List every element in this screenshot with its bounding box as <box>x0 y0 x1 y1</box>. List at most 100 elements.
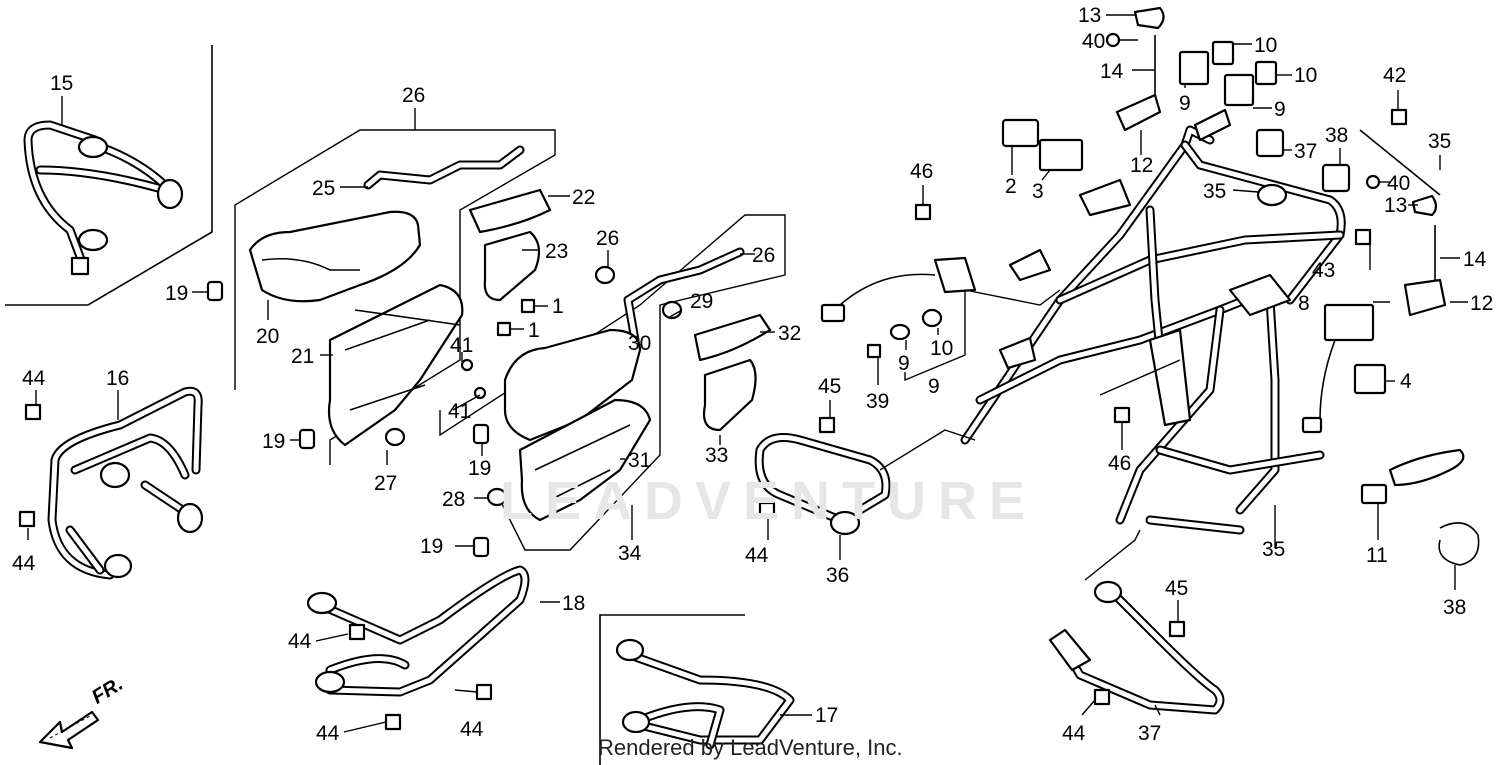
callout-8: 8 <box>1298 292 1310 315</box>
part-45-bolt-b <box>1168 620 1186 638</box>
callout-19-d: 19 <box>420 535 443 558</box>
callout-44-d: 44 <box>460 718 484 741</box>
part-33-main-frame <box>960 108 1346 535</box>
callout-5: 9 <box>928 375 940 398</box>
callout-22: 22 <box>572 186 595 209</box>
callout-18: 18 <box>562 592 585 615</box>
callout-40-a: 40 <box>1082 30 1105 53</box>
part-12-bracket-a <box>1115 93 1162 132</box>
callout-45-a: 45 <box>818 375 841 398</box>
callout-44-f: 44 <box>745 544 769 567</box>
part-35-block-b <box>1321 163 1351 193</box>
grommet-parts <box>206 265 683 558</box>
callout-26-c: 28 <box>442 488 465 511</box>
part-5-holder <box>933 256 977 294</box>
part-37-guard <box>1048 580 1225 715</box>
callout-32: 35 <box>1203 180 1226 203</box>
callout-44-c: 44 <box>288 630 312 653</box>
part-5-wire <box>839 273 936 306</box>
callout-39: 39 <box>866 390 889 413</box>
part-22-trim-plate <box>468 188 552 234</box>
part-12-bracket-b <box>1403 278 1447 317</box>
part-9-relay-b <box>1223 73 1255 107</box>
callout-9-b: 9 <box>1274 98 1286 121</box>
part-10-connector-b <box>1254 60 1278 86</box>
part-5-plug <box>820 303 846 323</box>
part-44-bolt-d <box>475 683 493 701</box>
part-46-bolt-b <box>1113 406 1131 424</box>
callout-16: 16 <box>106 367 129 390</box>
callout-1-b: 1 <box>528 319 540 342</box>
part-39-bolt <box>866 343 882 359</box>
part-4-relay <box>1353 363 1387 395</box>
part-45-bolt-a <box>818 416 836 434</box>
part-8-regulator <box>1323 303 1375 342</box>
part-44-bolt-e <box>384 713 402 731</box>
callout-7: 10 <box>930 337 953 360</box>
part-44-bolt-g <box>1093 688 1111 706</box>
callout-10-b: 10 <box>1294 64 1317 87</box>
callout-12-b: 12 <box>1470 292 1493 315</box>
callout-26-b: 27 <box>374 472 397 495</box>
part-43-bolt <box>1354 228 1372 246</box>
callout-30: 33 <box>705 444 728 467</box>
callout-11: 11 <box>1366 544 1388 567</box>
callout-14-a: 14 <box>1100 60 1124 83</box>
part-44-bolt-f <box>758 501 776 519</box>
callout-44-b: 44 <box>12 552 36 575</box>
callout-41-a: 41 <box>450 334 473 357</box>
callout-13-a: 13 <box>1078 4 1101 27</box>
front-direction-arrow-icon <box>38 710 100 750</box>
callout-43: 43 <box>1312 259 1335 282</box>
callout-46-a: 46 <box>910 160 933 183</box>
callout-38: 38 <box>1443 596 1466 619</box>
callout-44-a: 44 <box>22 367 46 390</box>
part-35-block-a <box>1255 128 1285 158</box>
callout-3: 3 <box>1032 180 1044 203</box>
bolt-parts <box>18 32 1408 731</box>
part-29-trim-plate <box>693 313 772 362</box>
callout-17: 17 <box>815 704 838 727</box>
callout-20: 20 <box>256 325 279 348</box>
callout-26-a: 26 <box>596 227 619 250</box>
callout-12-a: 12 <box>1130 154 1153 177</box>
part-17-enclosure <box>599 614 745 765</box>
callout-31: 34 <box>618 542 642 565</box>
callout-46-b: 46 <box>1108 452 1131 475</box>
part-15-enclosure <box>5 45 213 306</box>
part-46-bolt-a <box>914 203 932 221</box>
callout-13-b: 13 <box>1384 194 1407 217</box>
part-34-strap <box>1359 129 1441 196</box>
part-2-connector <box>1001 118 1040 148</box>
callout-35-a: 37 <box>1294 140 1317 163</box>
part-30-trim-plate <box>702 358 757 432</box>
callout-15: 15 <box>50 72 73 95</box>
part-9-relay-a <box>1178 50 1210 86</box>
part-42-bolt <box>1390 108 1408 126</box>
callout-labels: 15 16 44 44 19 19 20 21 26 25 22 23 26 1… <box>12 4 1493 745</box>
callout-10-a: 10 <box>1254 34 1277 57</box>
part-11-fuse-holder <box>1388 448 1465 487</box>
callout-44-g: 44 <box>1062 722 1086 745</box>
callout-19-b: 19 <box>262 430 285 453</box>
part-40-bolt-a <box>1105 32 1121 48</box>
part-7-collar <box>921 308 943 328</box>
callout-33: 35 <box>1262 538 1285 561</box>
callout-4: 4 <box>1400 370 1412 393</box>
part-11-plug <box>1360 483 1388 505</box>
callout-45-b: 45 <box>1165 577 1188 600</box>
callout-6: 9 <box>898 352 910 375</box>
part-20-side-cover <box>248 210 422 303</box>
part-44-bolt-c <box>348 623 366 641</box>
part-24-rod-upper <box>363 145 525 190</box>
part-8-wire <box>1319 339 1336 421</box>
part-15-rear-guard <box>23 120 184 276</box>
callout-1-a: 1 <box>552 295 564 318</box>
callout-21: 21 <box>291 345 314 368</box>
callout-35-b: 38 <box>1325 124 1348 147</box>
callout-41-b: 41 <box>448 400 471 423</box>
part-32-grommet <box>1256 183 1288 207</box>
part-10-connector-a <box>1211 40 1235 66</box>
callout-36: 36 <box>826 564 849 587</box>
